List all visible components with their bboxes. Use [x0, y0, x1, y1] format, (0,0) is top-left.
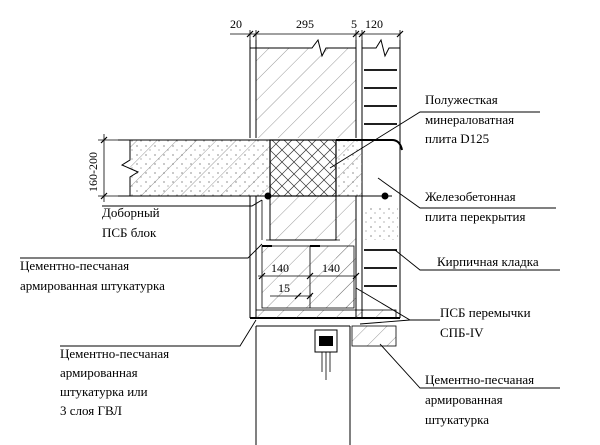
dim-gap: 15 [278, 281, 290, 295]
dim-20: 20 [230, 17, 242, 31]
label-concrete-slab-1: Железобетонная [425, 189, 516, 204]
label-mineral-wool-3: плита D125 [425, 131, 489, 146]
dimension-lines [98, 30, 404, 300]
label-extra-block-2: ПСБ блок [102, 225, 157, 240]
label-plaster-top-1: Цементно-песчаная [20, 258, 129, 273]
leader-lines [20, 111, 560, 389]
label-lintels-2: СПБ-IV [440, 325, 484, 340]
label-plaster-gvl-2: армированная [60, 365, 138, 380]
concrete-slab [118, 139, 403, 200]
label-plaster-gvl-1: Цементно-песчаная [60, 346, 169, 361]
mineral-wool-panel [269, 139, 337, 197]
label-plaster-bottom-2: армированная [425, 392, 503, 407]
label-extra-block-1: Доборный [102, 205, 160, 220]
dim-5: 5 [351, 17, 357, 31]
label-plaster-gvl-3: штукатурка или [60, 384, 148, 399]
dim-slab-thickness: 160-200 [86, 152, 100, 192]
label-plaster-gvl-4: 3 слоя ГВЛ [60, 403, 122, 418]
label-plaster-top-2: армированная штукатурка [20, 278, 165, 293]
label-mineral-wool-1: Полужесткая [425, 92, 498, 107]
label-concrete-slab-2: плита перекрытия [425, 209, 525, 224]
label-lintels-1: ПСБ перемычки [440, 305, 531, 320]
brick-facing [361, 38, 401, 318]
label-brick: Кирпичная кладка [437, 254, 539, 269]
dim-lintel-left: 140 [271, 261, 289, 275]
label-plaster-bottom-1: Цементно-песчаная [425, 372, 534, 387]
label-plaster-bottom-3: штукатурка [425, 412, 489, 427]
upper-wall [249, 38, 357, 138]
label-mineral-wool-2: минераловатная [425, 112, 514, 127]
dim-295: 295 [296, 17, 314, 31]
dim-lintel-right: 140 [322, 261, 340, 275]
dim-120: 120 [365, 17, 383, 31]
